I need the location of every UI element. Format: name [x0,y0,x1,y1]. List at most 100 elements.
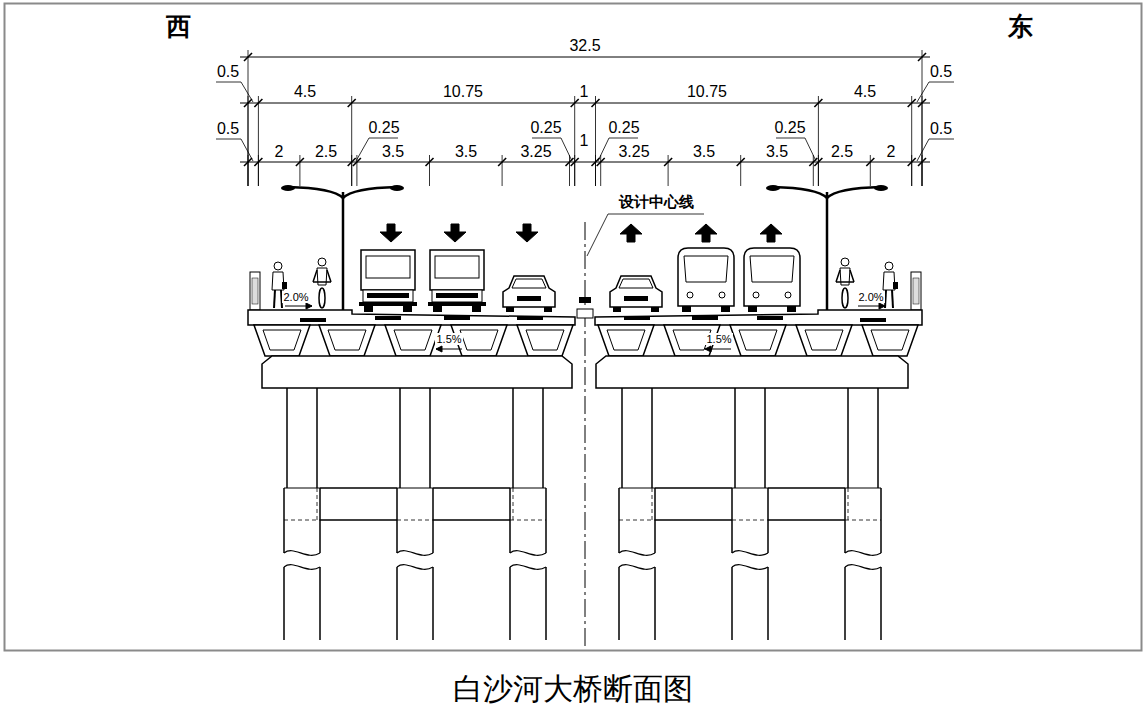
pile-break [510,551,546,556]
lamp-pole [826,192,829,311]
vehicle-wheel [433,306,442,312]
dimension-line [240,103,930,104]
extension-line [595,96,596,186]
tie-beam [320,519,397,521]
pile-top [284,488,320,489]
bus-window [684,256,728,282]
dimension-text: 2.5 [831,143,853,161]
slope-label: 1.5% [705,333,732,345]
pile [283,567,285,640]
dimension-tick [571,99,579,107]
leader-line [216,82,253,102]
vehicle-wheel [651,307,659,312]
box-girder [319,325,375,356]
dimension-text: 4.5 [294,83,316,101]
extension-line [429,155,430,186]
dimension-tick [737,158,745,166]
dimension-tick [814,158,822,166]
pile-top [619,488,655,489]
railing-panel [913,278,919,304]
car-body [610,276,662,307]
truck-grille [436,293,478,298]
extension-line [740,155,741,186]
person-bag [282,282,287,289]
slope-arrowhead [306,303,312,309]
box-girder [730,325,786,356]
box-girder [796,325,852,356]
bus-lamp [785,292,791,298]
extension-line [502,155,503,186]
dimension-tick [866,158,874,166]
pier-column [847,388,849,488]
person-arm [836,270,840,282]
vehicle-wheel [364,306,373,312]
tie-beam-hidden [619,520,655,521]
dimension-text: 2 [887,143,896,161]
pile-break [397,551,433,556]
dimension-tick [908,99,916,107]
dimension-tick [498,158,506,166]
person-head [274,262,282,270]
pile [618,488,620,553]
extension-line [248,50,249,186]
dimension-tick [918,53,926,61]
dimension-text: 3.5 [455,143,477,161]
tie-beam [433,519,510,521]
dimension-text: 0.5 [930,120,952,138]
median-marker [579,297,591,303]
dimension-tick [254,158,262,166]
person-head [885,262,893,270]
pile-top [732,488,768,489]
dimension-text: 3.5 [382,143,404,161]
extension-line [911,96,912,186]
girder-void [328,330,366,350]
car-window [512,279,546,288]
pile [767,567,769,640]
pier-column [542,388,544,488]
pile-break [397,565,433,570]
girder-void [263,330,301,350]
extension-line [258,96,259,186]
dimension-tick [814,99,822,107]
vehicle-wheel [682,306,691,312]
extension-line [595,155,596,186]
extension-line [299,155,300,186]
tie-beam-hidden [652,488,653,520]
box-girder [862,325,918,356]
box-girder [598,325,654,356]
pier-column [764,388,766,488]
bearing-pad [444,316,470,320]
dimension-text: 3.5 [693,143,715,161]
truck-body [430,250,484,290]
dimension-text: 2 [275,143,284,161]
extension-line [922,50,923,186]
pile [880,488,882,553]
girder-void [460,330,498,350]
pile [880,567,882,640]
pier-column [429,388,431,488]
extension-line [922,96,923,186]
pile-top [397,488,433,489]
extension-line [870,155,871,186]
vehicle-wheel [748,306,757,312]
dimension-tick [597,158,605,166]
dimension-line [240,162,930,163]
dimension-text: 3.25 [520,143,551,161]
pile-break [510,565,546,570]
extension-line [818,155,819,186]
pier-column [286,388,288,488]
slope-label: 2.0% [857,291,884,303]
car-grille [517,296,541,301]
girder-void [871,330,909,350]
pile [844,567,846,640]
pile [731,567,733,640]
pier-column [734,388,736,488]
dimension-text: 0.5 [930,63,952,81]
extension-line [813,155,814,186]
pier-column [621,388,623,488]
extension-line [574,96,575,186]
slope-arrowhead [436,346,442,352]
cap-beam [262,356,572,388]
lamp-arm [288,187,343,198]
